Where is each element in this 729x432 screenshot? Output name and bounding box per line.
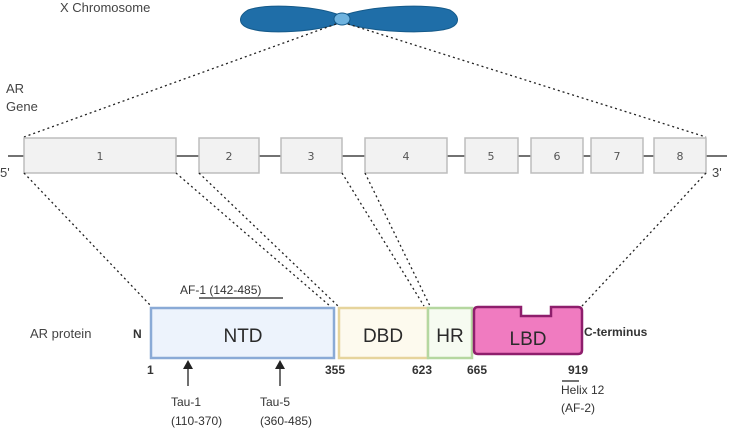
gene-label-line1: AR (6, 81, 24, 96)
position-623: 623 (412, 363, 432, 377)
helix12-label: Helix 12 (561, 383, 605, 397)
three-prime-label: 3' (712, 165, 722, 180)
helix12-af2-label: (AF-2) (561, 401, 595, 415)
exon-1-label: 1 (97, 150, 104, 163)
tau1-arrow (183, 360, 193, 386)
gene-label-line2: Gene (6, 99, 38, 114)
x-chromosome-graphic (240, 5, 458, 33)
exon-8: 8 (653, 137, 707, 174)
exon-1: 1 (23, 137, 177, 174)
dbd-domain: DBD (337, 306, 430, 360)
exon-4-label: 4 (403, 150, 410, 163)
exon-7-label: 7 (614, 150, 621, 163)
five-prime-label: 5' (0, 165, 10, 180)
position-919: 919 (568, 363, 588, 377)
chromosome-label: X Chromosome (60, 0, 150, 15)
af1-label: AF-1 (142-485) (180, 283, 261, 297)
ntd-domain: NTD (149, 306, 336, 360)
lbd-label: LBD (510, 329, 547, 350)
exon-5: 5 (464, 137, 519, 174)
tau5-arrow (275, 360, 285, 386)
hr-domain: HR (426, 306, 474, 360)
exon-6: 6 (530, 137, 584, 174)
exon-4: 4 (364, 137, 448, 174)
position-355: 355 (325, 363, 345, 377)
exon-6-label: 6 (554, 150, 561, 163)
protein-label: AR protein (30, 326, 91, 341)
ntd-label: NTD (223, 326, 262, 347)
exon-2-label: 2 (226, 150, 233, 163)
exon-2: 2 (198, 137, 260, 174)
lbd-domain: LBD (472, 305, 584, 356)
n-terminus-label: N (133, 327, 142, 341)
chromosome-gene-connectors (23, 23, 707, 138)
c-terminus-label: C-terminus (584, 325, 648, 339)
exon-7: 7 (590, 137, 644, 174)
position-1: 1 (147, 363, 154, 377)
tau1-label: Tau-1 (171, 395, 201, 409)
exon-5-label: 5 (488, 150, 495, 163)
exon-3-label: 3 (308, 150, 315, 163)
tau1-range: (110-370) (171, 414, 222, 428)
gene-protein-connectors (23, 172, 707, 307)
tau5-label: Tau-5 (260, 395, 290, 409)
tau5-range: (360-485) (260, 414, 312, 428)
exon-3: 3 (280, 137, 343, 174)
dbd-label: DBD (363, 326, 403, 347)
exon-8-label: 8 (677, 150, 684, 163)
position-665: 665 (467, 363, 487, 377)
hr-label: HR (436, 326, 463, 347)
